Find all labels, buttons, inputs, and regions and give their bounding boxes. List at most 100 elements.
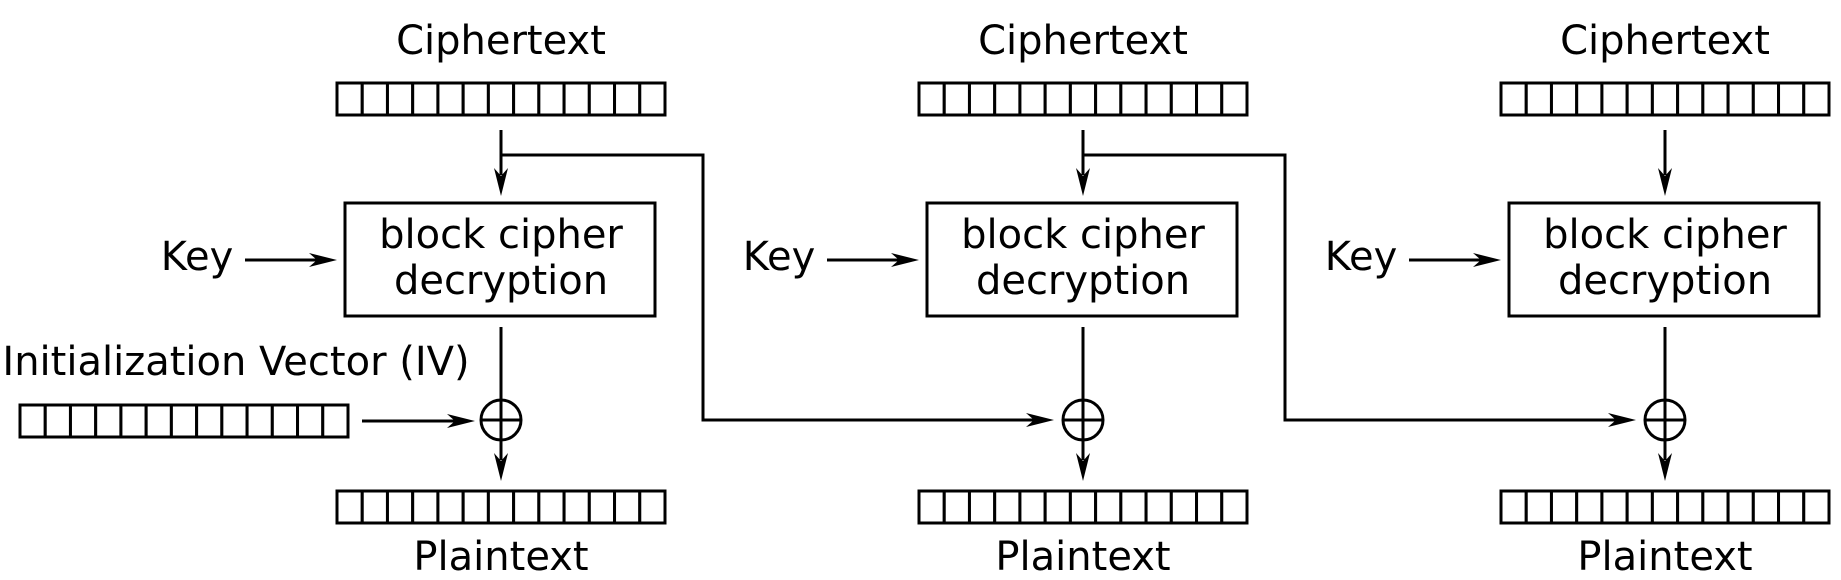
arrowhead-icon xyxy=(1658,168,1672,196)
register-cell xyxy=(1119,489,1148,525)
register-cell xyxy=(94,403,123,439)
register-cell xyxy=(993,81,1022,117)
register-cell xyxy=(1068,489,1098,525)
block-cipher-decryption-box xyxy=(343,201,657,318)
ciphertext-label: Ciphertext xyxy=(396,18,606,64)
register-cell xyxy=(993,489,1022,525)
register-cell xyxy=(512,489,541,525)
arrowhead-icon xyxy=(494,453,508,481)
register-cell xyxy=(613,81,642,117)
register-cell xyxy=(360,489,389,525)
register-cell xyxy=(144,403,173,439)
register-cell xyxy=(562,489,591,525)
register-cell xyxy=(1195,81,1224,117)
xor-nodes xyxy=(479,398,1687,442)
iv-label: Initialization Vector (IV) xyxy=(2,339,469,385)
register-cell xyxy=(638,81,667,117)
register-cell xyxy=(1726,489,1755,525)
register-cell xyxy=(942,489,971,525)
register-cell xyxy=(296,403,325,439)
arrowhead-icon xyxy=(1076,453,1090,481)
block-cipher-label: block cipher xyxy=(379,212,623,258)
decryption-label: decryption xyxy=(1558,258,1772,304)
register-cell xyxy=(1802,81,1831,117)
plaintext-register xyxy=(1499,489,1831,525)
register-cell xyxy=(1018,489,1047,525)
register-cell xyxy=(1144,81,1173,117)
register-cell xyxy=(1676,489,1705,525)
block-cipher-decryption-box xyxy=(1507,201,1821,318)
block-cipher-label: block cipher xyxy=(961,212,1205,258)
register-cell xyxy=(1043,81,1072,117)
register-cell xyxy=(270,403,300,439)
register-cell xyxy=(411,81,440,117)
key-label: Key xyxy=(743,234,816,280)
register-cell xyxy=(321,403,350,439)
register-cell xyxy=(1169,81,1199,117)
register-cell xyxy=(1068,81,1098,117)
arrowhead-icon xyxy=(1026,413,1054,427)
arrowhead-icon xyxy=(309,253,337,267)
register-cell xyxy=(967,489,997,525)
register-cell xyxy=(917,489,946,525)
register-cell xyxy=(335,489,364,525)
register-cell xyxy=(942,81,971,117)
registers xyxy=(18,81,1831,525)
register-cell xyxy=(1499,81,1528,117)
register-cell xyxy=(486,489,516,525)
register-cell xyxy=(360,81,389,117)
ciphertext-label: Ciphertext xyxy=(1560,18,1770,64)
register-cell xyxy=(1524,81,1553,117)
register-cell xyxy=(1575,81,1604,117)
register-cell xyxy=(1195,489,1224,525)
plaintext-label: Plaintext xyxy=(995,534,1170,580)
register-cell xyxy=(486,81,516,117)
circled-plus-icon xyxy=(1643,398,1687,442)
register-cell xyxy=(1499,489,1528,525)
register-cell xyxy=(195,403,224,439)
register-cell xyxy=(1018,81,1047,117)
register-cell xyxy=(1524,489,1553,525)
register-cell xyxy=(1625,81,1654,117)
block-cipher-label: block cipher xyxy=(1543,212,1787,258)
key-label: Key xyxy=(161,234,234,280)
register-cell xyxy=(1169,489,1199,525)
block-cipher-decryption-box xyxy=(925,201,1239,318)
ciphertext-register xyxy=(1499,81,1831,117)
arrowhead-icon xyxy=(1658,453,1672,481)
register-cell xyxy=(1094,489,1123,525)
register-cell xyxy=(537,81,566,117)
register-cell xyxy=(461,81,490,117)
plaintext-register xyxy=(917,489,1249,525)
register-cell xyxy=(1220,81,1249,117)
circled-plus-icon xyxy=(1061,398,1105,442)
register-cell xyxy=(512,81,541,117)
register-cell xyxy=(1549,489,1579,525)
chaining-arrow xyxy=(1083,153,1617,422)
register-cell xyxy=(1726,81,1755,117)
register-cell xyxy=(537,489,566,525)
decryption-label: decryption xyxy=(976,258,1190,304)
register-cell xyxy=(1701,81,1730,117)
register-cell xyxy=(1625,489,1654,525)
ciphertext-label: Ciphertext xyxy=(978,18,1188,64)
register-cell xyxy=(119,403,148,439)
register-cell xyxy=(1650,81,1680,117)
register-cell xyxy=(385,81,415,117)
register-cell xyxy=(1600,81,1629,117)
register-cell xyxy=(1751,489,1781,525)
iv-register xyxy=(18,403,350,439)
register-cell xyxy=(411,489,440,525)
register-cell xyxy=(18,403,47,439)
register-cell xyxy=(245,403,274,439)
arrowhead-icon xyxy=(1608,413,1636,427)
plaintext-label: Plaintext xyxy=(1577,534,1752,580)
register-cell xyxy=(917,81,946,117)
ciphertext-register xyxy=(335,81,667,117)
arrowhead-icon xyxy=(1076,168,1090,196)
wires xyxy=(245,130,1672,481)
register-cell xyxy=(1549,81,1579,117)
